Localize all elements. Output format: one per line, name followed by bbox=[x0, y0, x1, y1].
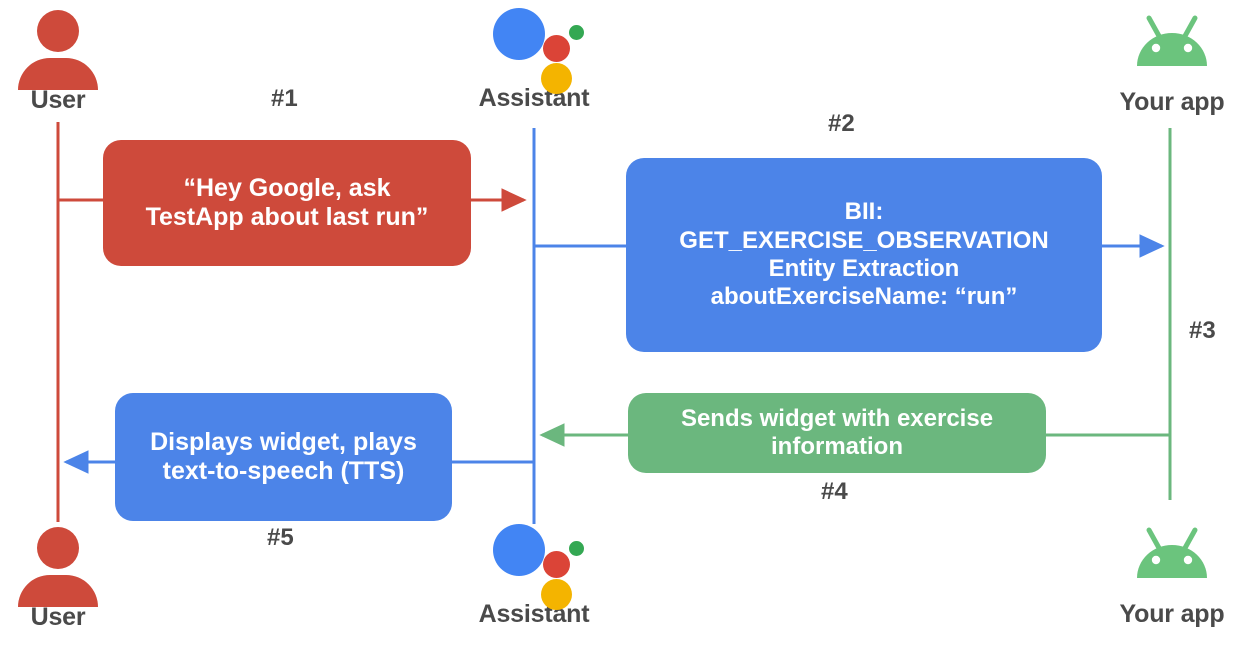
display-tts-line-1: Displays widget, plays bbox=[150, 427, 417, 456]
actor-assistant-top: Assistant bbox=[459, 6, 609, 111]
google-assistant-icon bbox=[491, 6, 584, 94]
step-label-2: #2 bbox=[828, 110, 855, 137]
message-box-bii[interactable]: BII: GET_EXERCISE_OBSERVATION Entity Ext… bbox=[626, 158, 1102, 352]
actor-label-assistant-bottom: Assistant bbox=[478, 600, 590, 628]
bii-line-4: aboutExerciseName: “run” bbox=[710, 283, 1018, 311]
actor-label-assistant-top: Assistant bbox=[478, 84, 590, 112]
utterance-line-2: TestApp about last run” bbox=[145, 203, 429, 231]
bii-line-2: GET_EXERCISE_OBSERVATION bbox=[679, 226, 1049, 254]
actor-label-user-bottom: User bbox=[30, 603, 86, 631]
bii-line-1: BII: bbox=[844, 198, 884, 226]
actor-label-user-top: User bbox=[30, 86, 86, 114]
google-assistant-icon bbox=[491, 522, 584, 610]
android-robot-icon bbox=[1129, 10, 1215, 88]
actor-user-top: User bbox=[0, 8, 133, 113]
android-robot-icon bbox=[1129, 522, 1215, 600]
actor-your-app-bottom: Your app bbox=[1097, 522, 1244, 627]
actor-user-bottom: User bbox=[0, 525, 133, 630]
widget-response-line-2: information bbox=[771, 433, 903, 460]
step-label-4: #4 bbox=[821, 478, 848, 505]
person-icon bbox=[15, 525, 101, 607]
message-box-display-tts[interactable]: Displays widget, plays text-to-speech (T… bbox=[115, 393, 452, 521]
utterance-line-1: “Hey Google, ask bbox=[183, 173, 391, 202]
android-robot-svg bbox=[1137, 527, 1207, 578]
actor-assistant-bottom: Assistant bbox=[459, 522, 609, 627]
person-icon bbox=[15, 8, 101, 90]
step-label-3: #3 bbox=[1189, 317, 1216, 344]
actor-label-your-app-top: Your app bbox=[1119, 88, 1225, 116]
message-box-widget-response[interactable]: Sends widget with exercise information bbox=[628, 393, 1046, 473]
message-box-utterance[interactable]: “Hey Google, ask TestApp about last run” bbox=[103, 140, 471, 266]
android-robot-svg bbox=[1137, 15, 1207, 66]
actor-your-app-top: Your app bbox=[1097, 10, 1244, 115]
step-label-1: #1 bbox=[271, 85, 298, 112]
display-tts-line-2: text-to-speech (TTS) bbox=[162, 457, 405, 485]
bii-line-3: Entity Extraction bbox=[768, 255, 960, 282]
step-label-5: #5 bbox=[267, 524, 294, 551]
actor-label-your-app-bottom: Your app bbox=[1119, 600, 1225, 628]
widget-response-line-1: Sends widget with exercise bbox=[680, 404, 994, 432]
